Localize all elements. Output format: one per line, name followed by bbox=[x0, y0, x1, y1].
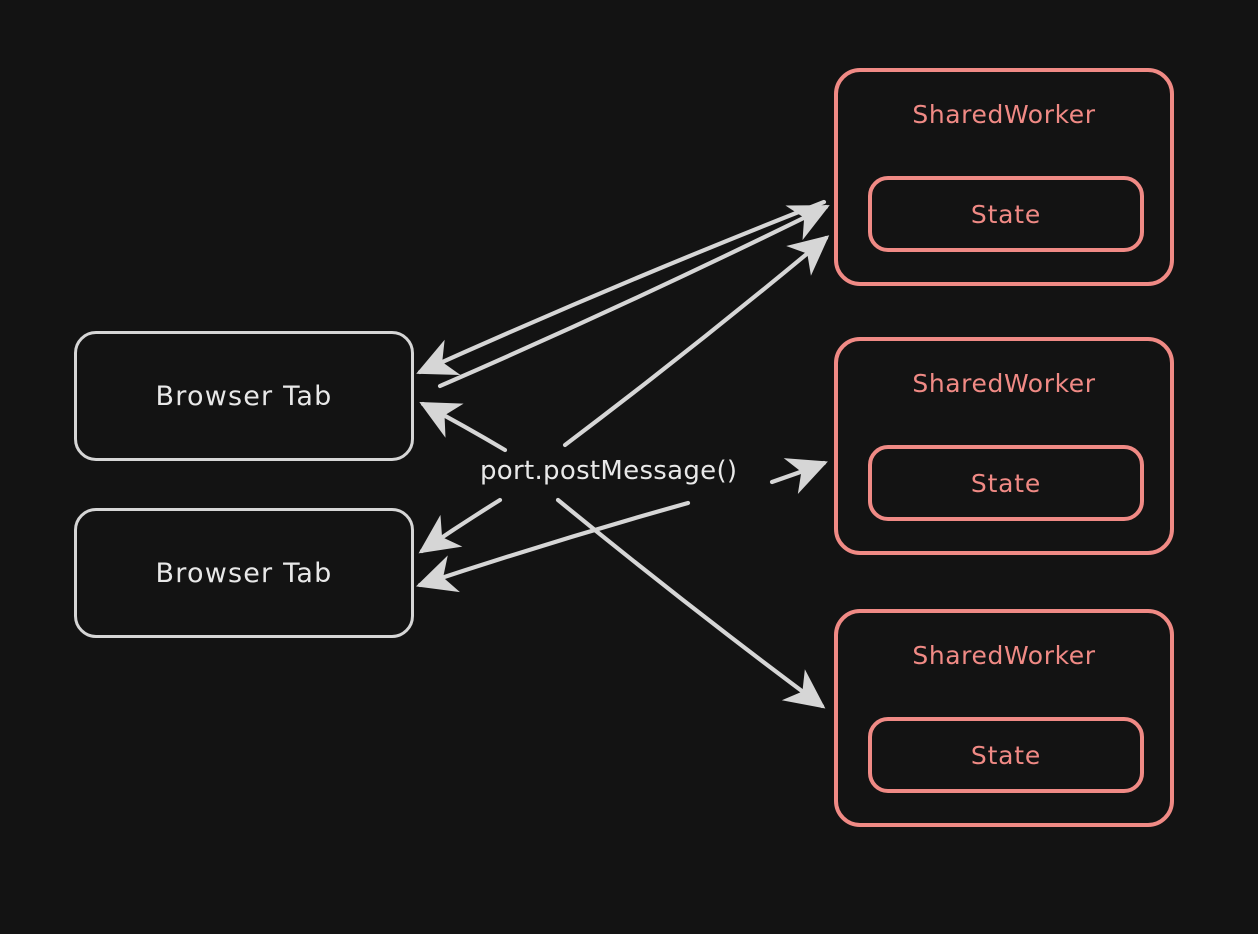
state-box-2[interactable]: State bbox=[868, 445, 1144, 521]
arrow-to-tab bbox=[419, 401, 508, 453]
browser-tab-label: Browser Tab bbox=[155, 557, 333, 589]
state-label: State bbox=[970, 468, 1042, 498]
arrow-to-worker bbox=[562, 235, 830, 448]
state-box-3[interactable]: State bbox=[868, 717, 1144, 793]
arrow-to-tab bbox=[416, 500, 691, 593]
browser-tab-label: Browser Tab bbox=[155, 380, 333, 412]
port-post-message-label: port.postMessage() bbox=[480, 456, 738, 486]
shared-worker-title: SharedWorker bbox=[912, 369, 1096, 398]
arrow-to-tab bbox=[418, 497, 503, 554]
shared-worker-title: SharedWorker bbox=[912, 100, 1096, 129]
state-box-1[interactable]: State bbox=[868, 176, 1144, 252]
arrow-to-worker bbox=[769, 458, 828, 495]
browser-tab-node-1[interactable]: Browser Tab bbox=[74, 331, 414, 461]
state-label: State bbox=[970, 199, 1042, 229]
arrow-to-worker bbox=[555, 497, 826, 709]
arrow-to-tab bbox=[416, 199, 827, 375]
browser-tab-node-2[interactable]: Browser Tab bbox=[74, 508, 414, 638]
shared-worker-title: SharedWorker bbox=[912, 641, 1096, 670]
state-label: State bbox=[970, 740, 1042, 770]
arrow-to-worker bbox=[437, 204, 830, 389]
